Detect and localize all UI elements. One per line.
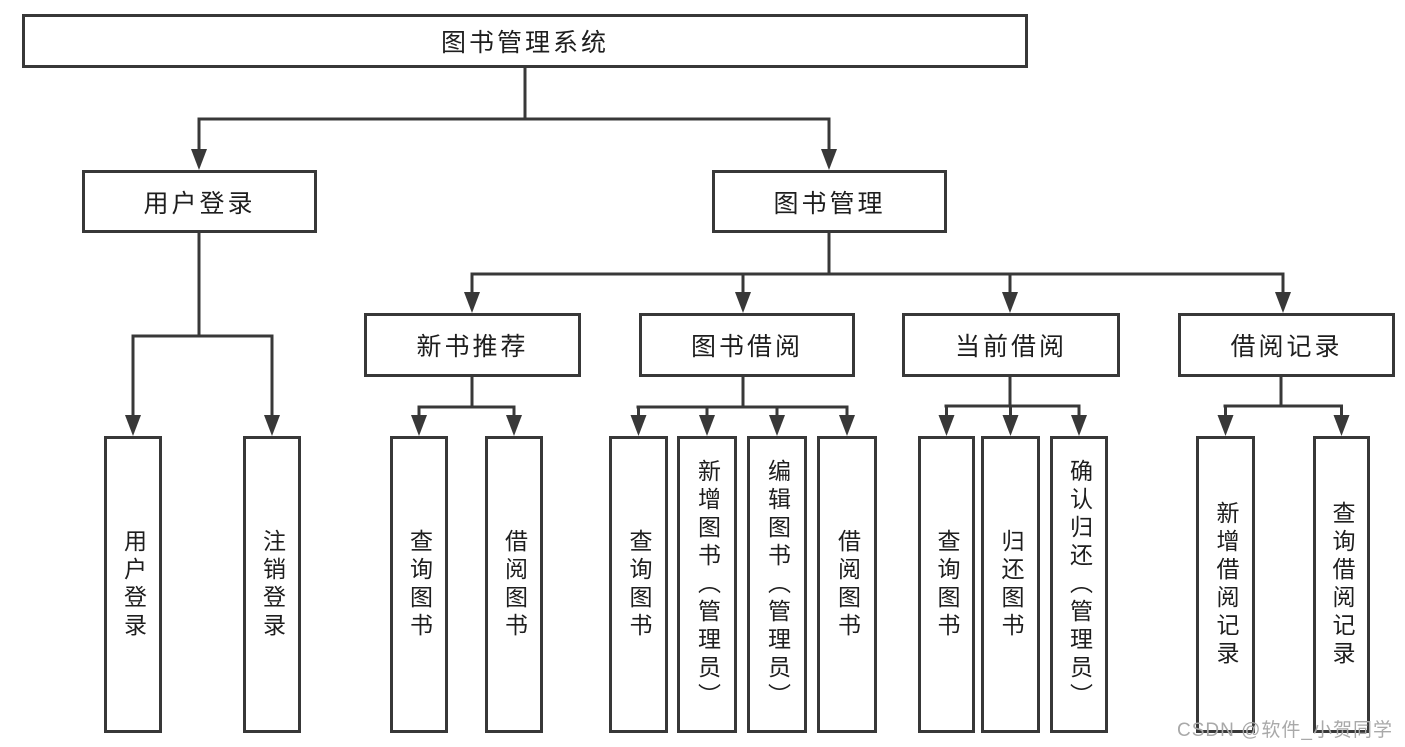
watermark: CSDN @软件_小贺同学 <box>1177 720 1393 741</box>
leaf-query-books-2-label: 查询图书 <box>626 528 652 641</box>
leaf-add-books-admin: 新增图书（管理员） <box>677 436 737 733</box>
leaf-query-books-1-label: 查询图书 <box>406 528 433 641</box>
node-book-borrowing-label: 图书借阅 <box>690 333 803 361</box>
leaf-logout: 注销登录 <box>243 436 301 733</box>
node-current-borrowing: 当前借阅 <box>902 313 1120 377</box>
node-new-book-recommend: 新书推荐 <box>364 313 581 377</box>
leaf-add-borrow-record: 新增借阅记录 <box>1196 436 1255 733</box>
node-book-management: 图书管理 <box>712 170 947 233</box>
node-book-borrowing: 图书借阅 <box>639 313 855 377</box>
leaf-return-books: 归还图书 <box>981 436 1040 733</box>
leaf-logout-label: 注销登录 <box>259 528 286 641</box>
leaf-confirm-return-admin: 确认归还（管理员） <box>1050 436 1108 733</box>
leaf-query-borrow-record-label: 查询借阅记录 <box>1329 500 1355 669</box>
node-user-login-label: 用户登录 <box>143 189 256 218</box>
leaf-user-login: 用户登录 <box>104 436 162 733</box>
leaf-edit-books-admin-label: 编辑图书（管理员） <box>764 458 791 711</box>
node-root-label: 图书管理系统 <box>440 29 609 57</box>
leaf-query-books-3: 查询图书 <box>918 436 975 733</box>
leaf-confirm-return-admin-label: 确认归还（管理员） <box>1066 458 1093 711</box>
leaf-query-books-2: 查询图书 <box>609 436 668 733</box>
leaf-add-books-admin-label: 新增图书（管理员） <box>694 458 721 711</box>
leaf-query-books-3-label: 查询图书 <box>934 528 960 641</box>
node-current-borrowing-label: 当前借阅 <box>954 333 1067 361</box>
leaf-borrow-books-2-label: 借阅图书 <box>834 528 861 641</box>
leaf-borrow-books-1: 借阅图书 <box>485 436 543 733</box>
leaf-borrow-books-1-label: 借阅图书 <box>501 528 528 641</box>
leaf-user-login-label: 用户登录 <box>120 528 147 641</box>
node-book-management-label: 图书管理 <box>773 189 886 218</box>
node-root: 图书管理系统 <box>22 14 1028 68</box>
leaf-query-borrow-record: 查询借阅记录 <box>1313 436 1370 733</box>
node-borrowing-records: 借阅记录 <box>1178 313 1395 377</box>
node-user-login: 用户登录 <box>82 170 317 233</box>
leaf-return-books-label: 归还图书 <box>998 528 1024 641</box>
leaf-query-books-1: 查询图书 <box>390 436 448 733</box>
node-borrowing-records-label: 借阅记录 <box>1230 333 1343 361</box>
leaf-add-borrow-record-label: 新增借阅记录 <box>1213 500 1239 669</box>
leaf-borrow-books-2: 借阅图书 <box>817 436 877 733</box>
leaf-edit-books-admin: 编辑图书（管理员） <box>747 436 807 733</box>
node-new-book-recommend-label: 新书推荐 <box>416 333 529 361</box>
